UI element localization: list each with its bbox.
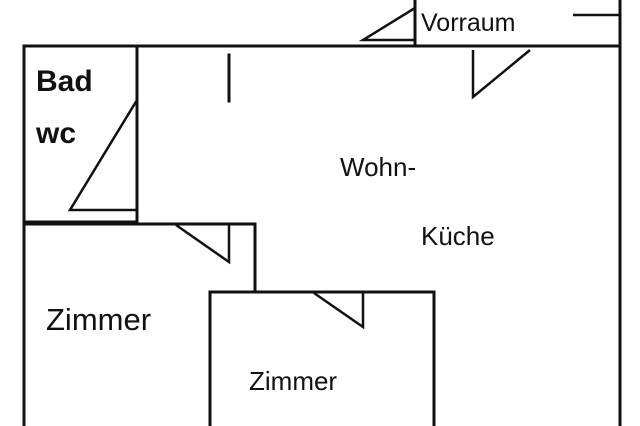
label-vorraum: Vorraum: [421, 9, 515, 37]
label-bad: Bad: [36, 65, 93, 98]
doors: [67, 6, 622, 330]
room-labels: Vorraum Bad wc Wohn- Küche Zimmer Zimmer: [35, 9, 515, 396]
door-zimmer-left: [175, 223, 231, 265]
walls: [22, 0, 622, 426]
label-wc: wc: [35, 117, 76, 150]
door-bad: [67, 99, 139, 212]
label-wohn: Wohn-: [340, 152, 416, 182]
label-zimmer-center: Zimmer: [249, 366, 337, 396]
door-vorraum-right: [573, 13, 622, 40]
door-wohn-top: [471, 49, 531, 100]
label-kueche: Küche: [421, 221, 495, 251]
label-zimmer-left: Zimmer: [46, 302, 151, 337]
door-zimmer-center: [313, 291, 365, 330]
door-vorraum-left: [358, 6, 416, 42]
